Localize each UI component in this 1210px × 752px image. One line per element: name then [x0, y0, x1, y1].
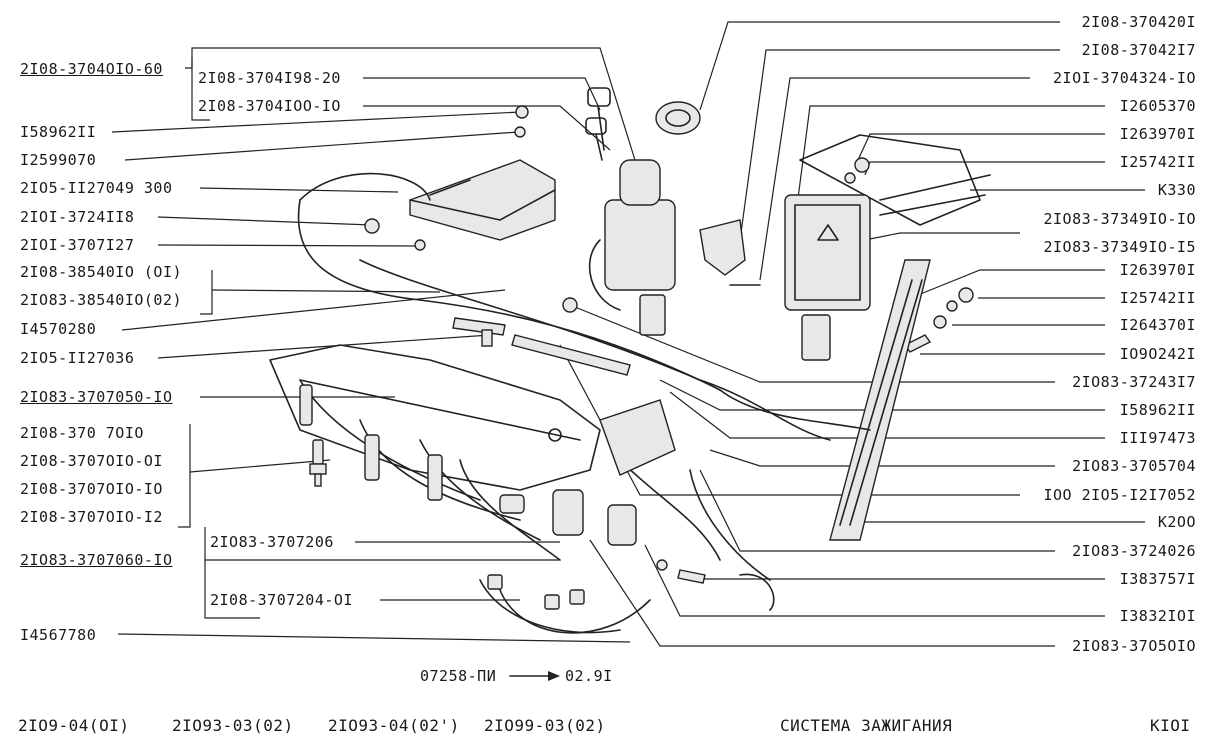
label-right-15: I58962II — [1119, 401, 1196, 419]
label-left-12: 2IO5-II27036 — [20, 349, 135, 367]
label-left-6: 2IO5-II27049 300 — [20, 179, 173, 197]
ecu-module — [409, 159, 556, 241]
label-right-2: 2I08-37042I7 — [1081, 41, 1196, 59]
label-right-6: I25742II — [1119, 153, 1196, 171]
hose-tee — [452, 317, 631, 376]
rubber-grommets — [364, 105, 578, 313]
note-right: 02.9I — [565, 667, 613, 685]
spark-plug — [309, 439, 327, 487]
footer-title: СИСТЕМА ЗАЖИГАНИЯ — [780, 716, 953, 735]
label-left-18: 2IO83-3707060-IO — [20, 551, 173, 569]
footer-model-2: 2IO93-03(02) — [172, 716, 294, 735]
label-left-11: I4570280 — [20, 320, 97, 338]
label-right-22: I3832IOI — [1119, 607, 1196, 625]
label-left-20: 2I08-3707204-OI — [210, 591, 353, 609]
label-right-11: I25742II — [1119, 289, 1196, 307]
harness-main — [297, 172, 871, 581]
label-right-18: IOO 2IO5-I2I7052 — [1043, 486, 1196, 504]
label-left-7: 2IOI-3724II8 — [20, 208, 135, 226]
label-left-5: I2599070 — [20, 151, 97, 169]
engine-block — [269, 344, 601, 491]
label-right-20: 2IO83-3724026 — [1072, 542, 1196, 560]
label-right-5: I263970I — [1119, 125, 1196, 143]
label-left-2: 2I08-3704I98-20 — [198, 69, 341, 87]
label-right-7: K330 — [1157, 181, 1196, 199]
note-arrow — [509, 671, 560, 681]
right-leader-lines — [559, 21, 1145, 647]
label-right-13: IO9O242I — [1119, 345, 1196, 363]
control-unit-k330 — [784, 134, 991, 361]
label-left-21: I4567780 — [20, 626, 97, 644]
bolt-nuts-right — [844, 157, 974, 353]
lock-ring — [655, 101, 701, 135]
modules-center — [552, 399, 706, 584]
label-right-8: 2IO83-37349IO-IO — [1043, 210, 1196, 228]
label-left-1: 2I08-3704OIO-60 — [20, 60, 163, 78]
label-left-8: 2IOI-3707I27 — [20, 236, 135, 254]
label-left-14: 2I08-370 7OIO — [20, 424, 144, 442]
label-left-15: 2I08-3707OIO-OI — [20, 452, 163, 470]
footer-model-1: 2IO9-04(OI) — [18, 716, 130, 735]
label-left-9: 2I08-38540IO (OI) — [20, 263, 183, 281]
left-leader-lines — [111, 47, 661, 643]
hv-wires — [299, 379, 561, 561]
label-right-19: K2OO — [1157, 513, 1196, 531]
ground-strap — [829, 259, 931, 541]
label-right-10: I263970I — [1119, 261, 1196, 279]
label-right-1: 2I08-370420I — [1081, 13, 1196, 31]
ignition-coil-switch — [588, 159, 676, 336]
sensor-wires-bottom — [479, 573, 775, 634]
label-right-12: I264370I — [1119, 316, 1196, 334]
bracket — [699, 219, 761, 286]
label-left-10: 2IO83-38540IO(02) — [20, 291, 183, 309]
label-left-16: 2I08-3707OIO-IO — [20, 480, 163, 498]
label-right-14: 2IO83-37243I7 — [1072, 373, 1196, 391]
label-left-4: I58962II — [20, 123, 97, 141]
label-left-17: 2I08-3707OIO-I2 — [20, 508, 163, 526]
label-right-16: III97473 — [1119, 429, 1196, 447]
keys — [585, 87, 611, 161]
label-right-9: 2IO83-37349IO-I5 — [1043, 238, 1196, 256]
footer-model-3: 2IO93-04(02') — [328, 716, 460, 735]
label-left-19: 2IO83-3707206 — [210, 533, 334, 551]
label-left-13: 2IO83-3707050-IO — [20, 388, 173, 406]
label-left-3: 2I08-3704IOO-IO — [198, 97, 341, 115]
label-right-3: 2IOI-3704324-IO — [1053, 69, 1196, 87]
label-right-17: 2IO83-3705704 — [1072, 457, 1196, 475]
label-right-23: 2IO83-37O5OIO — [1072, 637, 1196, 655]
footer-code: KIOI — [1150, 716, 1191, 735]
label-right-21: I383757I — [1119, 570, 1196, 588]
note-left: 07258-ПИ — [420, 667, 497, 685]
footer-model-4: 2IO99-03(02) — [484, 716, 606, 735]
label-right-4: I2605370 — [1119, 97, 1196, 115]
